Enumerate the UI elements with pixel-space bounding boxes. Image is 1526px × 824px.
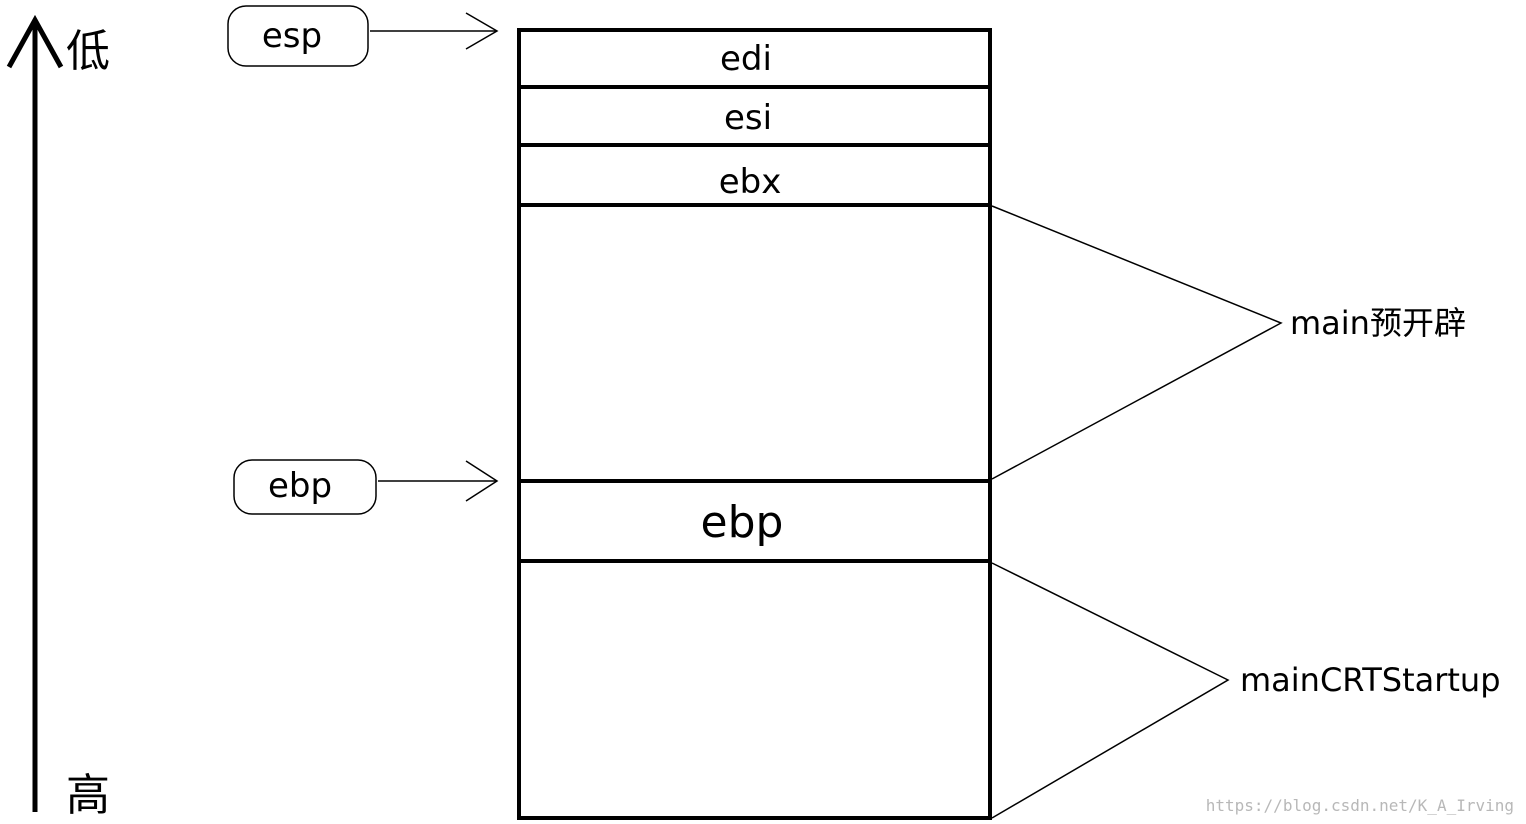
main-reserved-bracket: main预开辟 xyxy=(991,205,1466,480)
stack-cell-ebx: ebx xyxy=(719,162,782,202)
esp-pointer-box xyxy=(227,5,369,67)
ebp-arrowhead-icon xyxy=(465,460,499,502)
stack-column: edi esi ebx ebp xyxy=(517,28,992,820)
caller-bracket: mainCRTStartup xyxy=(991,562,1501,819)
ebp-pointer-box xyxy=(233,459,377,515)
axis-arrowhead-icon xyxy=(6,14,64,69)
stack-cell-edi: edi xyxy=(720,39,772,79)
ebp-pointer: ebp xyxy=(233,459,499,515)
main-reserved-label: main预开辟 xyxy=(1290,304,1466,342)
stack-outline xyxy=(517,28,992,820)
esp-pointer-label: esp xyxy=(262,16,322,56)
axis-high-label: 高 xyxy=(66,770,110,821)
stack-cell-ebp: ebp xyxy=(701,497,784,548)
caller-label: mainCRTStartup xyxy=(1240,661,1501,699)
main-reserved-bracket-lines xyxy=(991,205,1283,480)
esp-pointer: esp xyxy=(227,5,499,67)
address-axis: 低 高 xyxy=(6,14,110,821)
axis-low-label: 低 xyxy=(66,26,110,77)
watermark: https://blog.csdn.net/K_A_Irving xyxy=(1206,796,1514,815)
ebp-pointer-label: ebp xyxy=(268,466,332,506)
stack-cell-esi: esi xyxy=(724,98,772,138)
esp-arrowhead-icon xyxy=(465,12,499,50)
caller-bracket-lines xyxy=(991,562,1230,819)
